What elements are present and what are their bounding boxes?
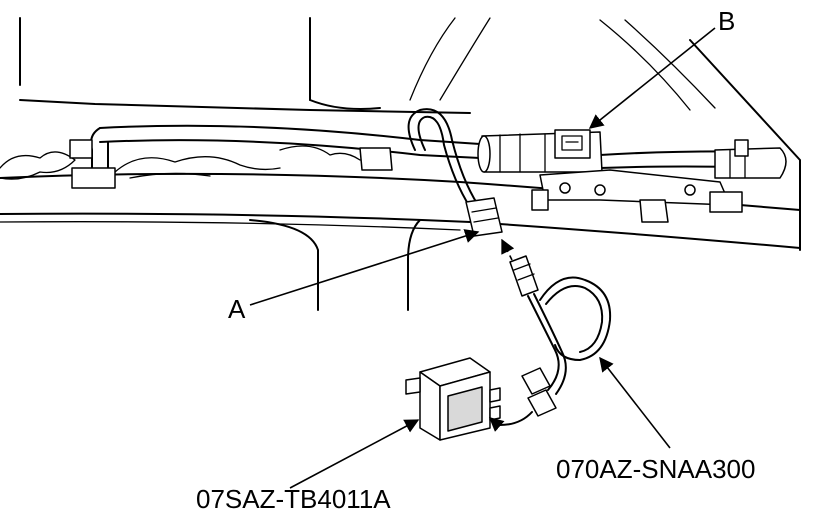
harness-loop xyxy=(407,108,479,208)
insertion-arrows xyxy=(488,238,515,432)
callout-b-label: B xyxy=(718,6,735,36)
adapter-harness xyxy=(491,255,612,426)
part-number-harness-label: 070AZ-SNAA300 xyxy=(556,454,755,484)
leader-module xyxy=(289,419,420,489)
actuator-assembly xyxy=(477,131,787,223)
part-number-module-label: 07SAZ-TB4011A xyxy=(196,484,391,514)
leader-a xyxy=(249,229,480,306)
connector-b xyxy=(554,129,591,159)
pipe-clip xyxy=(359,147,393,171)
leader-harness xyxy=(599,356,671,449)
leader-lines xyxy=(249,27,716,489)
control-unit xyxy=(405,357,501,441)
leader-b xyxy=(588,27,716,129)
pipes xyxy=(69,124,781,189)
insulation xyxy=(0,145,361,180)
connector-a xyxy=(465,197,503,237)
vehicle-body xyxy=(0,17,801,311)
callout-a-label: A xyxy=(228,294,246,324)
